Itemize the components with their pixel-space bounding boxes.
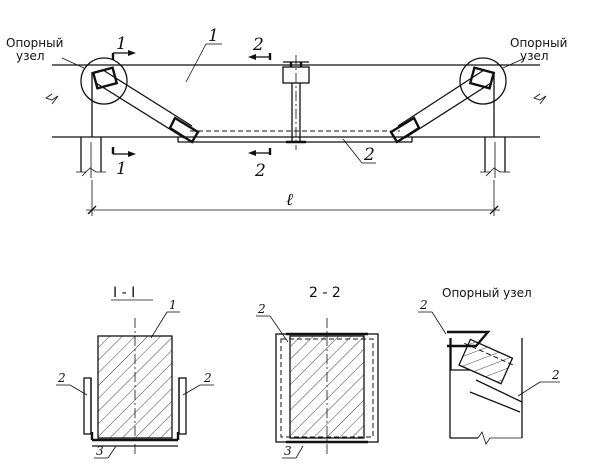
- support-node-circle-left: [80, 57, 128, 105]
- section-2-2-marker-3: 3: [284, 444, 292, 458]
- strut-left: [95, 69, 200, 144]
- section-1-1-marker-1: 1: [169, 298, 177, 312]
- section-1-1-marker-2-right: 2: [203, 371, 212, 385]
- support-node-label-right-2: узел: [520, 49, 549, 63]
- cut-1-top-label: 1: [116, 34, 127, 54]
- beam-marker-label: 1: [208, 26, 219, 46]
- support-node-label-left: Опорный: [6, 36, 63, 50]
- support-node-marker-2-top: 2: [419, 298, 428, 312]
- section-2-2-marker-2: 2: [257, 302, 266, 316]
- cut-2-bottom-label: 2: [254, 161, 266, 181]
- support-node-label-left-2: узел: [16, 49, 45, 63]
- span-dimension: ℓ: [86, 180, 500, 216]
- section-cut-2: 2 2: [248, 35, 272, 181]
- tie-marker-label: 2: [363, 145, 375, 165]
- section-1-1-marker-3: 3: [96, 444, 104, 458]
- strut-right: [389, 69, 492, 144]
- elevation-view: 1 1 2 2 1 2 Опорный узел Опорный узе: [6, 26, 567, 216]
- span-label: ℓ: [286, 190, 293, 210]
- section-2-2-title: 2 - 2: [309, 285, 341, 301]
- break-mark-left: [45, 93, 59, 105]
- section-cut-1: 1 1: [111, 34, 136, 179]
- break-mark-right: [533, 93, 547, 105]
- support-node-circle-right: [459, 57, 507, 105]
- cut-1-bottom-label: 1: [116, 159, 127, 179]
- section-2-2: 2 - 2 2 3: [256, 285, 379, 459]
- support-node-label-right: Опорный: [510, 36, 567, 50]
- support-node-marker-2-right: 2: [551, 368, 560, 382]
- support-node-detail-title: Опорный узел: [442, 286, 532, 300]
- column-left: [76, 137, 106, 178]
- center-post: [282, 55, 310, 150]
- section-1-1: I - I 1 2 2 3: [56, 285, 214, 459]
- section-1-1-title: I - I: [113, 285, 135, 301]
- column-right: [480, 137, 510, 178]
- support-node-detail: Опорный узел 2 2: [418, 286, 560, 445]
- section-1-1-marker-2-left: 2: [57, 371, 66, 385]
- cut-2-top-label: 2: [252, 35, 264, 55]
